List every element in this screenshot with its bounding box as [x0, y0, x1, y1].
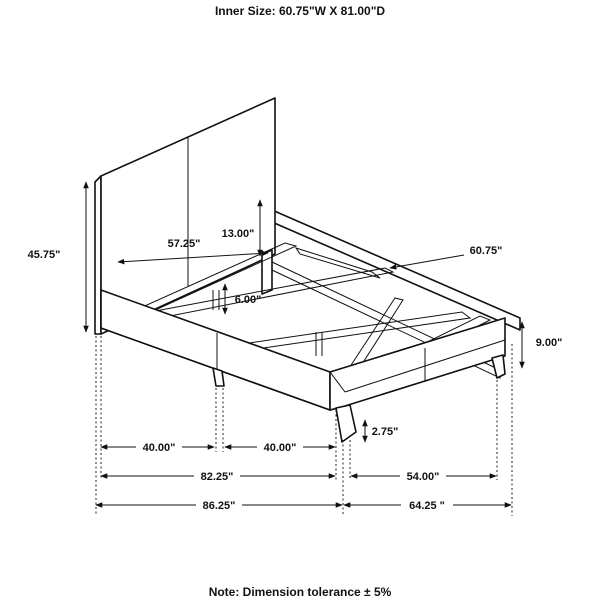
label-overall-height: 45.75"	[28, 249, 61, 261]
dimension-labels: 45.75" 57.25" 13.00" 60.75" 6.00" 9.00" …	[28, 228, 563, 512]
leg-middle	[212, 367, 225, 387]
label-leg-span-left: 40.00"	[143, 442, 176, 454]
label-slat-clearance: 6.00"	[235, 294, 262, 306]
label-leg-height: 2.75"	[372, 426, 399, 438]
label-side-length-inner: 82.25"	[201, 471, 234, 483]
dimension-lines	[83, 181, 525, 508]
leg-front-right	[491, 354, 506, 379]
label-inner-width: 60.75"	[470, 245, 503, 257]
label-headboard-width: 57.25"	[168, 238, 201, 250]
leg-front-corner	[335, 404, 357, 443]
label-side-rail-height: 9.00"	[536, 337, 563, 349]
tolerance-note: Note: Dimension tolerance ± 5%	[209, 585, 392, 599]
label-headboard-panel-height: 13.00"	[222, 228, 255, 240]
label-leg-span-right: 40.00"	[264, 442, 297, 454]
headboard-post-right	[261, 249, 273, 295]
footboard	[329, 317, 506, 411]
left-side-rail	[100, 289, 331, 411]
far-side-rail	[271, 209, 521, 331]
inner-size-title: Inner Size: 60.75"W X 81.00"D	[215, 4, 385, 18]
bed-illustration	[94, 97, 521, 443]
label-side-length-overall: 86.25"	[203, 500, 236, 512]
label-foot-width-overall: 64.25 "	[409, 500, 445, 512]
extension-lines	[95, 336, 513, 516]
headboard-side	[94, 175, 102, 335]
label-foot-width-inner: 54.00"	[407, 471, 440, 483]
